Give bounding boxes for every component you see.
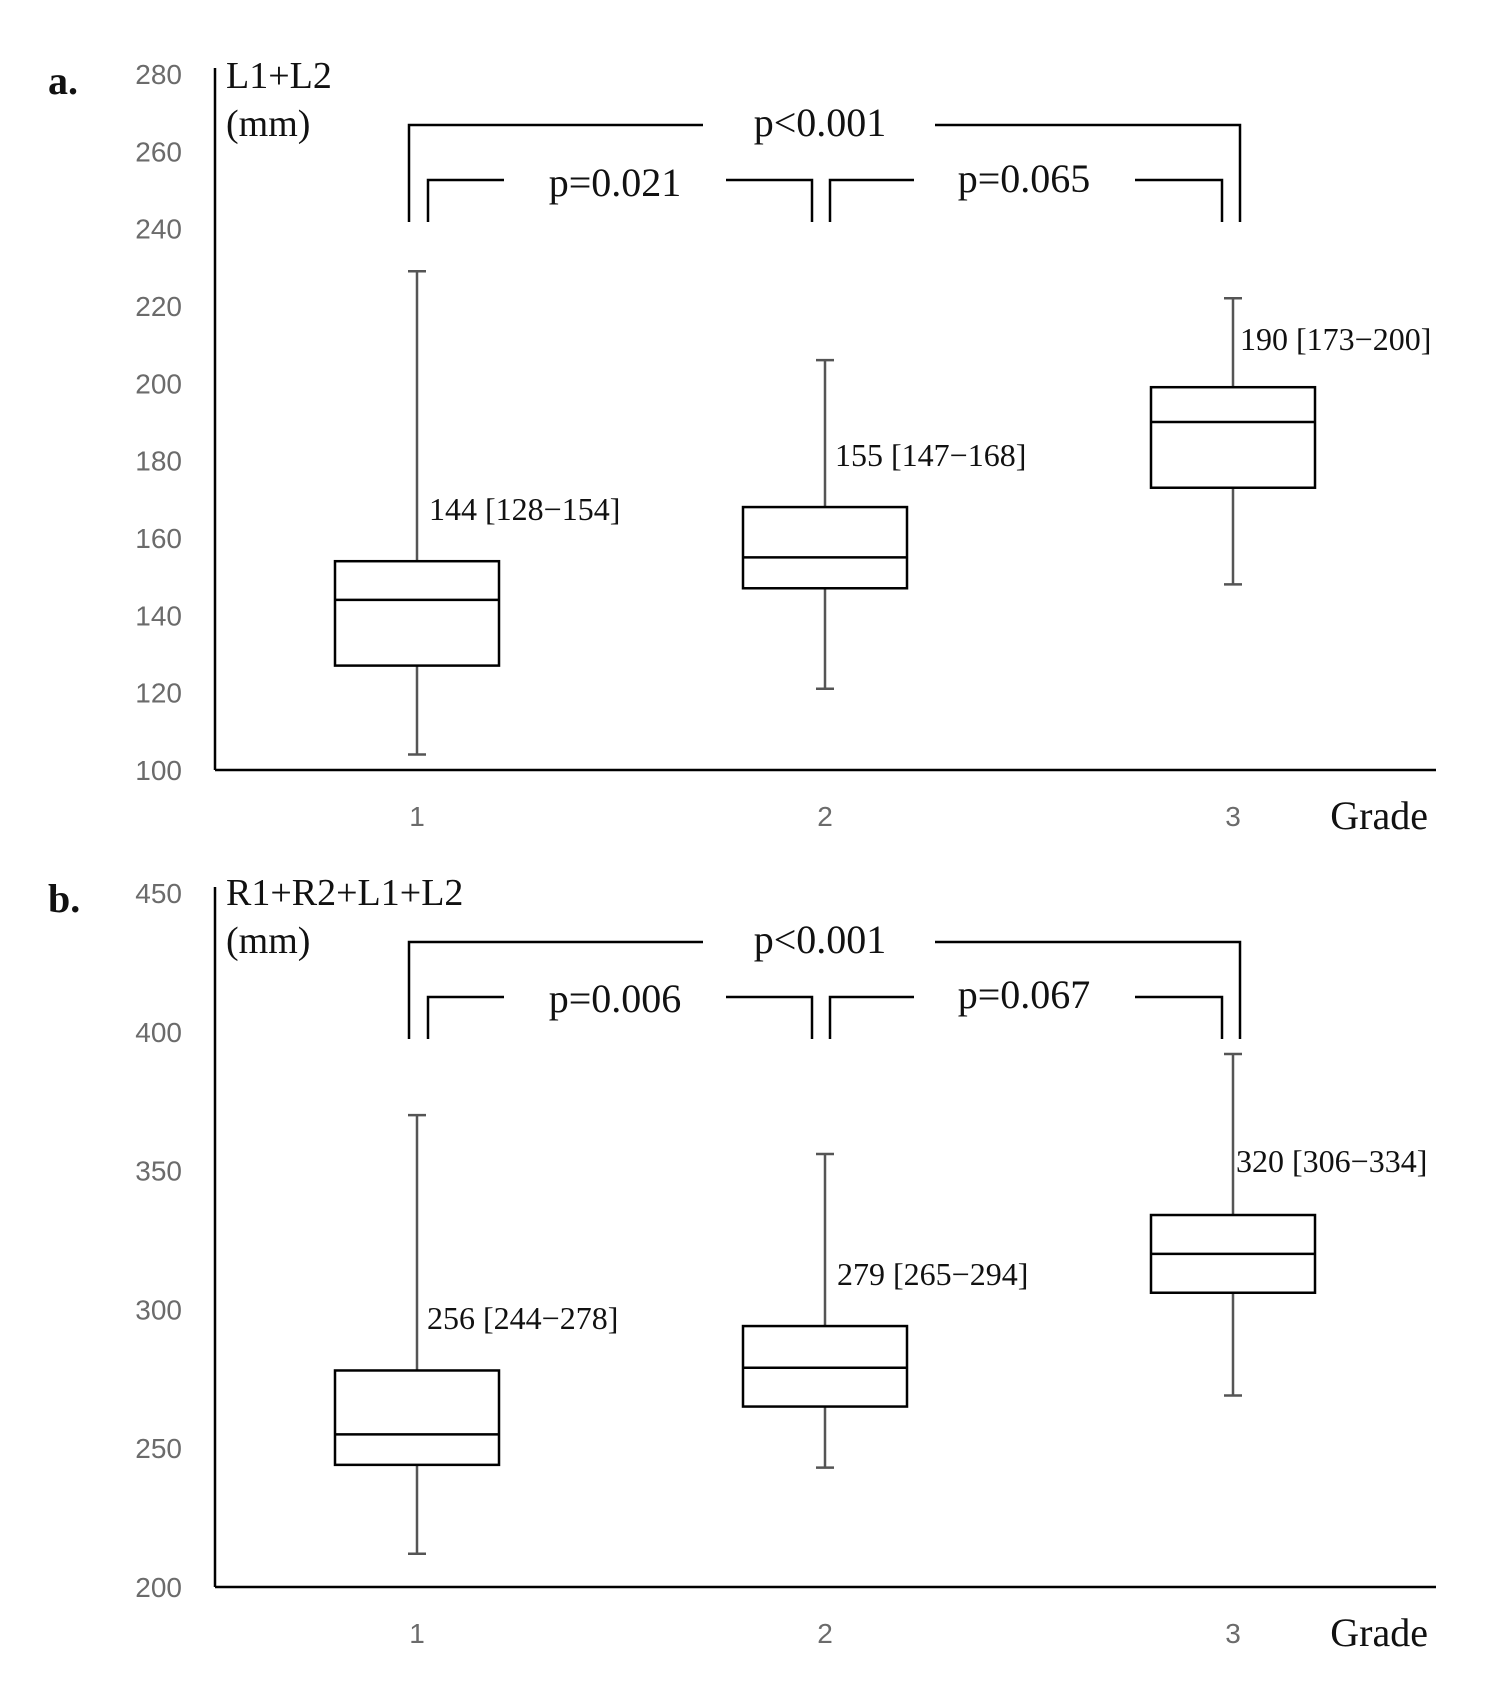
y-tick-label: 240	[135, 214, 182, 245]
y-axis-title: R1+R2+L1+L2	[226, 872, 463, 914]
p-value-2-vs-3: p=0.065	[958, 156, 1091, 201]
x-axis-title: Grade	[1330, 1610, 1428, 1655]
x-axis-title: Grade	[1330, 793, 1428, 838]
bracket-2-3-right	[1135, 995, 1224, 1039]
y-tick-label: 180	[135, 446, 182, 477]
p-value-2-vs-3: p=0.067	[958, 972, 1091, 1017]
y-tick-label: 350	[135, 1156, 182, 1187]
y-tick-label: 100	[135, 755, 182, 786]
bracket-2-3-left	[828, 178, 914, 222]
p-value-1-vs-3: p<0.001	[754, 917, 887, 962]
x-tick-label: 1	[409, 801, 425, 832]
y-tick-label: 260	[135, 136, 182, 167]
y-tick-label: 160	[135, 523, 182, 554]
bracket-outer-left	[407, 123, 703, 222]
p-value-1-vs-2: p=0.021	[549, 160, 682, 205]
bracket-outer-right	[935, 123, 1242, 222]
x-tick-label: 2	[817, 1618, 833, 1649]
bracket-outer-right	[935, 940, 1242, 1039]
box-summary-label: 155 [147−168]	[835, 437, 1026, 473]
box-summary-label: 190 [173−200]	[1240, 321, 1431, 357]
y-tick-label: 250	[135, 1433, 182, 1464]
box-iqr	[333, 1369, 501, 1467]
p-value-1-vs-2: p=0.006	[549, 976, 682, 1021]
y-tick-label: 120	[135, 678, 182, 709]
y-axis-unit: (mm)	[226, 920, 310, 962]
panel-label: a.	[48, 58, 78, 103]
box-summary-label: 320 [306−334]	[1236, 1143, 1427, 1179]
y-tick-label: 200	[135, 1572, 182, 1603]
p-value-1-vs-3: p<0.001	[754, 100, 887, 145]
y-axis-unit: (mm)	[226, 103, 310, 145]
y-tick-label: 140	[135, 600, 182, 631]
bracket-2-3-right	[1135, 178, 1224, 222]
x-tick-label: 3	[1225, 1618, 1241, 1649]
bracket-outer-left	[407, 940, 703, 1039]
y-tick-label: 220	[135, 291, 182, 322]
box-summary-label: 144 [128−154]	[429, 491, 620, 527]
y-tick-label: 400	[135, 1017, 182, 1048]
box-iqr	[333, 559, 501, 667]
bracket-2-3-left	[828, 995, 914, 1039]
bracket-1-2-right	[726, 178, 814, 222]
box-iqr	[741, 505, 909, 590]
box-summary-label: 279 [265−294]	[837, 1256, 1028, 1292]
y-tick-label: 300	[135, 1294, 182, 1325]
bracket-1-2-left	[426, 995, 504, 1039]
bracket-1-2-left	[426, 178, 504, 222]
y-tick-label: 450	[135, 878, 182, 909]
box-iqr	[741, 1324, 909, 1408]
box-summary-label: 256 [244−278]	[427, 1300, 618, 1336]
x-tick-label: 1	[409, 1618, 425, 1649]
y-tick-label: 280	[135, 59, 182, 90]
x-tick-label: 2	[817, 801, 833, 832]
x-tick-label: 3	[1225, 801, 1241, 832]
box-iqr	[1149, 385, 1317, 489]
bracket-1-2-right	[726, 995, 814, 1039]
y-tick-label: 200	[135, 368, 182, 399]
panel-label: b.	[48, 876, 80, 921]
y-axis-title: L1+L2	[226, 55, 332, 97]
